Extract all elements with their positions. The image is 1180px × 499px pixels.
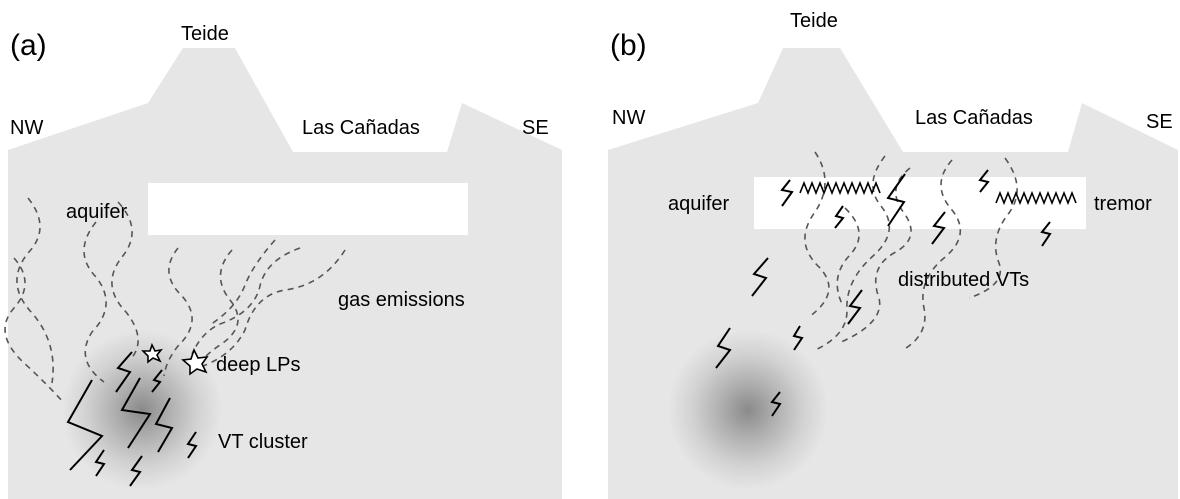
vt-event	[978, 169, 990, 193]
nw-label-b: NW	[612, 107, 645, 129]
source-region-a	[62, 330, 222, 490]
panel-b: (b) Teide NW Las Cañadas SE aquifer trem…	[608, 10, 1178, 499]
aquifer-label-a: aquifer	[66, 201, 127, 223]
vt-event	[751, 257, 769, 297]
se-label-b: SE	[1146, 111, 1173, 133]
panel-tag-b: (b)	[610, 29, 647, 62]
vt-event	[780, 179, 794, 207]
vt-event	[154, 397, 174, 453]
vt-event	[151, 369, 163, 393]
se-label-a: SE	[522, 117, 549, 139]
deep-lps-label: deep LPs	[216, 354, 301, 376]
distributed-vt-events-b	[715, 169, 1052, 417]
vt-event	[931, 211, 946, 245]
deep-lp-events-a	[141, 342, 209, 376]
tremor-trace-1	[799, 180, 881, 196]
vt-event	[120, 377, 152, 449]
vt-cluster-label: VT cluster	[218, 431, 308, 453]
vt-event	[186, 431, 198, 459]
vt-event	[792, 325, 804, 351]
vt-event	[834, 205, 845, 229]
tremor-label: tremor	[1094, 193, 1152, 215]
distributed-vts-label: distributed VTs	[898, 269, 1029, 291]
panel-a: (a) Teide NW Las Cañadas SE aquifer gas …	[4, 23, 562, 499]
caldera-label-b: Las Cañadas	[915, 107, 1033, 129]
vt-event	[886, 173, 906, 227]
peak-label-b: Teide	[790, 10, 838, 32]
deep-lp-star-1	[141, 342, 163, 364]
source-region-b	[668, 330, 828, 490]
peak-label-a: Teide	[181, 23, 229, 45]
vt-event	[847, 289, 863, 325]
vt-event	[94, 449, 106, 477]
vt-event	[715, 327, 732, 369]
deep-lp-star-2	[181, 347, 209, 376]
panel-tag-a: (a)	[10, 29, 47, 62]
vt-cluster-events-a	[66, 351, 198, 487]
gas-paths-a	[4, 197, 346, 404]
tremor-signals-b	[799, 180, 1077, 206]
vt-event	[66, 379, 104, 471]
tremor-trace-2	[995, 190, 1077, 206]
vt-event	[770, 391, 782, 417]
aquifer-layer-b	[754, 177, 1086, 229]
caldera-label-a: Las Cañadas	[302, 117, 420, 139]
vt-event	[129, 455, 143, 487]
aquifer-layer-a	[148, 183, 468, 235]
aquifer-label-b: aquifer	[668, 193, 729, 215]
gas-emissions-label: gas emissions	[338, 289, 465, 311]
vt-event	[1040, 221, 1052, 247]
nw-label-a: NW	[10, 117, 43, 139]
vt-event	[115, 351, 133, 393]
